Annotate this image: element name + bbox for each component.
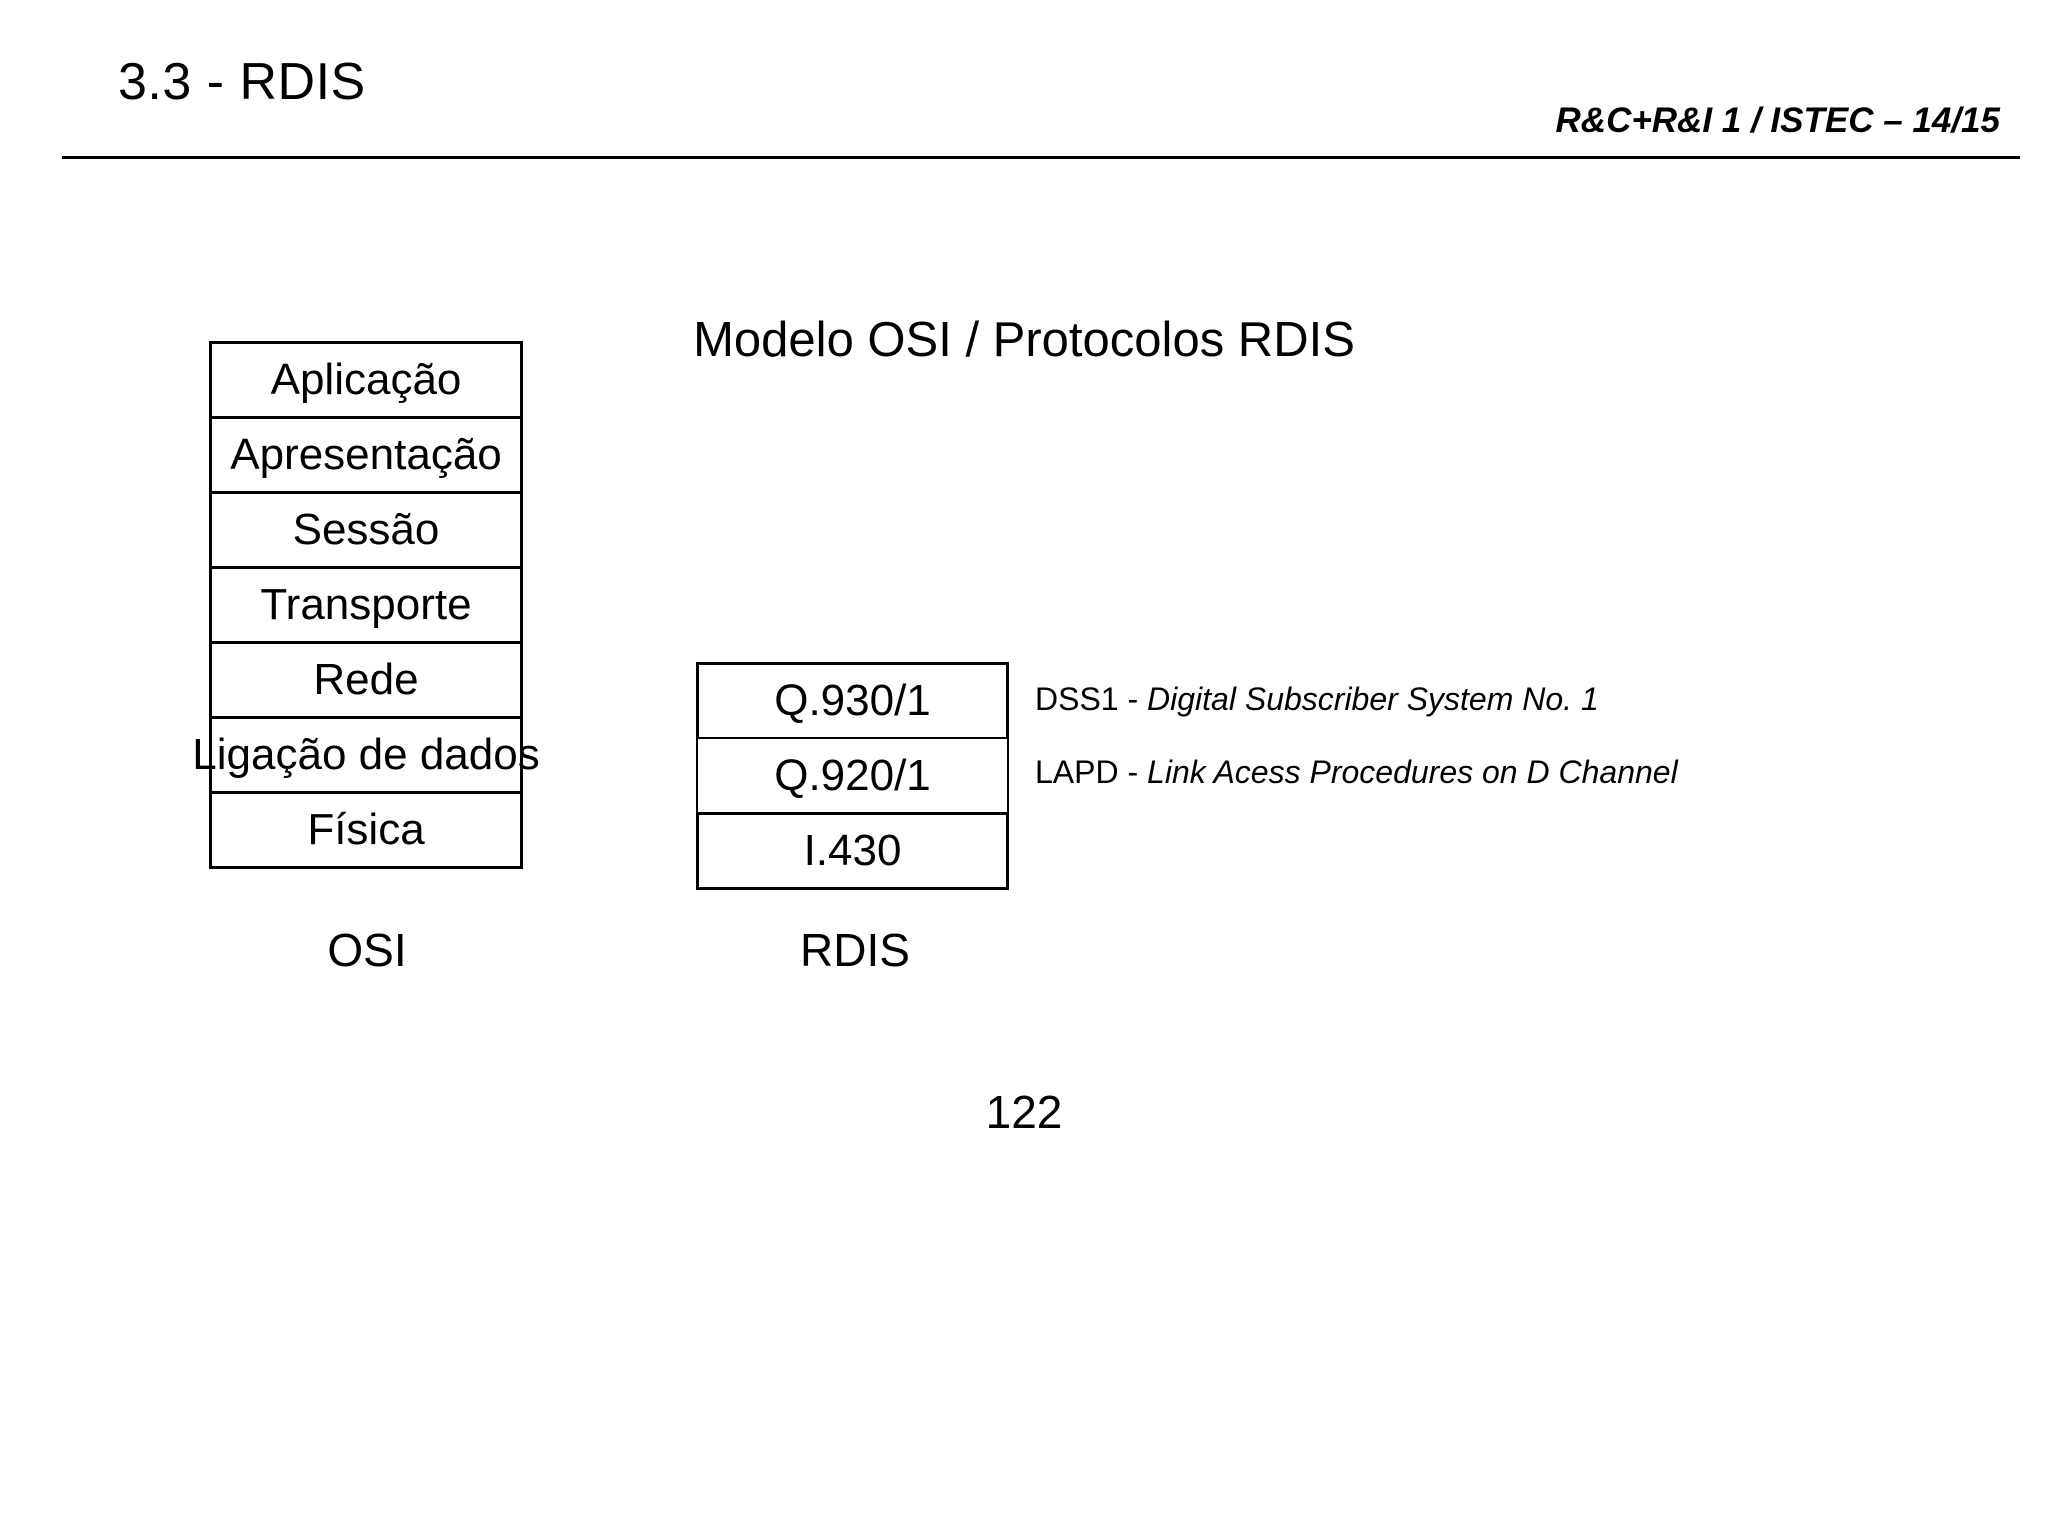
legend-expansion-dss1: Digital Subscriber System No. 1 (1147, 681, 1599, 717)
rdis-protocol-label: Q.930/1 (774, 676, 931, 725)
osi-layer-row: Transporte (209, 566, 523, 644)
osi-layer-row: Física (209, 791, 523, 869)
rdis-protocol-label: Q.920/1 (774, 751, 931, 800)
osi-layer-stack: Aplicação Apresentação Sessão Transporte… (192, 341, 540, 869)
osi-stack-caption: OSI (327, 924, 407, 976)
osi-layer-label: Transporte (260, 580, 472, 629)
rdis-protocol-row: Q.930/1 (696, 662, 1009, 740)
header-divider (62, 156, 2020, 159)
osi-layer-row: Rede (209, 641, 523, 719)
rdis-protocol-label: I.430 (803, 826, 902, 875)
rdis-stack-caption: RDIS (800, 924, 910, 976)
rdis-protocol-row: I.430 (696, 812, 1009, 890)
legend-abbr-lapd: LAPD - (1035, 754, 1148, 790)
osi-layer-row: Aplicação (209, 341, 523, 419)
osi-layer-row: Sessão (209, 491, 523, 569)
page-title: 3.3 - RDIS (118, 53, 366, 111)
diagram-title: Modelo OSI / Protocolos RDIS (693, 313, 1355, 367)
rdis-protocol-stack: Q.930/1 Q.920/1 I.430 (696, 662, 1009, 890)
osi-layer-label: Apresentação (230, 430, 502, 479)
legend-abbr-dss1: DSS1 - (1035, 681, 1148, 717)
page-number: 122 (985, 1086, 1063, 1138)
osi-layer-label: Sessão (292, 505, 440, 554)
osi-layer-label: Ligação de dados (192, 730, 540, 779)
legend-expansion-lapd: Link Acess Procedures on D Channel (1147, 754, 1678, 790)
osi-layer-label: Rede (313, 655, 419, 704)
rdis-protocol-row: Q.920/1 (696, 737, 1009, 815)
osi-layer-row: Apresentação (209, 416, 523, 494)
osi-layer-label: Aplicação (270, 355, 462, 404)
osi-layer-label: Física (307, 805, 425, 854)
course-header-label: R&C+R&I 1 / ISTEC – 14/15 (1555, 101, 2000, 140)
legend-entry-lapd: LAPD - Link Acess Procedures on D Channe… (1035, 756, 1678, 788)
osi-layer-row: Ligação de dados (192, 716, 540, 794)
legend-entry-dss1: DSS1 - Digital Subscriber System No. 1 (1035, 683, 1599, 715)
